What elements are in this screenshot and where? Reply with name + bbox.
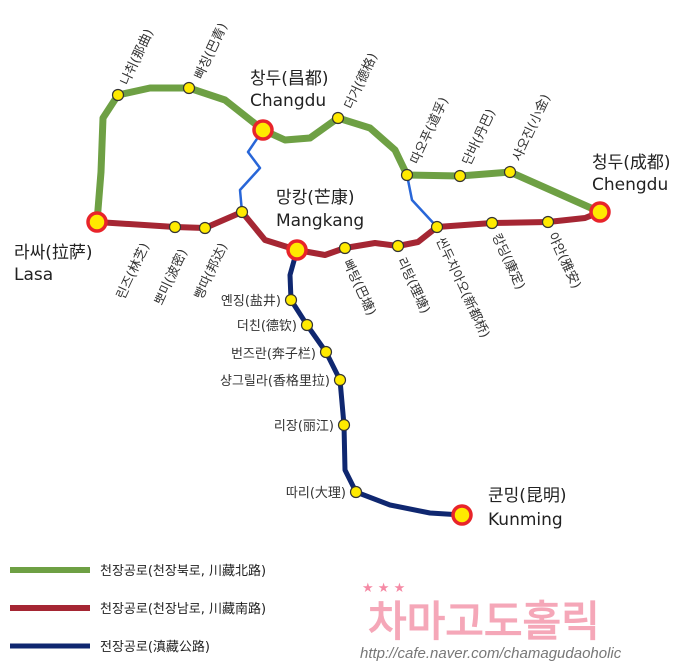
legend: 천장공로(천장북로, 川藏北路) 천장공로(천장남로, 川藏南路) 전장공로(滇… (10, 563, 266, 655)
dege-marker[interactable] (331, 111, 345, 125)
chengdu-label-ko: 청두(成都) (592, 153, 671, 173)
lijiang-label: 리장(丽江) (274, 419, 334, 434)
changdu-label-ko: 창두(昌都) (250, 69, 329, 89)
watermark-url: http://cafe.naver.com/chamagudaoholic (360, 645, 622, 662)
legend-south-label: 천장공로(천장남로, 川藏南路) (100, 601, 266, 617)
chengdu-label-en: Chengdu (592, 175, 668, 195)
lasa-label-ko: 라싸(拉萨) (14, 243, 93, 263)
batang-marker[interactable] (338, 241, 352, 255)
benzilan-marker[interactable] (319, 345, 333, 359)
changdu-label-en: Changdu (250, 91, 326, 111)
shangrila-label: 샹그릴라(香格里拉) (220, 373, 330, 389)
deqin-marker[interactable] (300, 318, 314, 332)
lasa-label-en: Lasa (14, 265, 53, 285)
yaan-label: 야안(雅安) (544, 230, 583, 291)
yaan-marker[interactable] (541, 215, 555, 229)
batang-label: 빠탕(巴塘) (339, 257, 379, 318)
kunming-label-en: Kunming (488, 510, 563, 530)
legend-yunnan-label: 전장공로(滇藏公路) (100, 639, 210, 655)
naqu-marker[interactable] (111, 88, 125, 102)
north-route-line (93, 84, 604, 226)
xiaojin-label: 샤오진(小金) (509, 92, 554, 164)
daofu-marker[interactable] (400, 168, 414, 182)
kangding-marker[interactable] (485, 216, 499, 230)
dali-label: 따리(大理) (286, 486, 346, 501)
xiaojin-marker[interactable] (503, 165, 517, 179)
baqing-marker[interactable] (182, 81, 196, 95)
changdu-marker[interactable] (252, 119, 274, 141)
dali-marker[interactable] (349, 485, 363, 499)
daofu-xinduqiao-link (405, 173, 439, 229)
chengdu-marker[interactable] (589, 201, 611, 223)
mangkang-label-ko: 망캉(芒康) (276, 188, 355, 208)
watermark-stars: ★ ★ ★ (362, 581, 405, 596)
dege-label: 더거(德格) (341, 50, 381, 111)
bangda-label: 빵따(邦达) (192, 241, 231, 302)
xinduqiao-label: 씬두치아오(新都桥) (432, 235, 493, 341)
watermark-logo-text: 차마고도홀릭 (368, 597, 600, 646)
kunming-marker[interactable] (451, 504, 473, 526)
danba-marker[interactable] (453, 169, 467, 183)
linzhi-label: 린즈(林芝) (113, 240, 153, 301)
bangda-marker[interactable] (235, 205, 249, 219)
kangding-label: 캉딩(康定) (488, 231, 528, 292)
litang-marker[interactable] (391, 239, 405, 253)
deqin-label: 더친(德钦) (237, 319, 297, 334)
benzilan-label: 번즈란(奔子栏) (231, 347, 316, 362)
linzhi-marker[interactable] (168, 220, 182, 234)
watermark: ★ ★ ★ 차마고도홀릭 http://cafe.naver.com/chama… (360, 581, 622, 662)
changdu-bangda-link (238, 128, 265, 214)
mangkang-label-en: Mangkang (276, 211, 364, 231)
bomi-marker[interactable] (198, 221, 212, 235)
litang-label: 리탕(理塘) (393, 255, 433, 316)
legend-north-label: 천장공로(천장북로, 川藏北路) (100, 563, 266, 579)
danba-label: 단바(丹巴) (460, 107, 499, 168)
baqing-label: 빠칭(巴青) (192, 21, 231, 82)
shangrila-marker[interactable] (333, 373, 347, 387)
kunming-label-ko: 쿤밍(昆明) (488, 486, 567, 506)
naqu-label: 나취(那曲) (118, 27, 157, 88)
bomi-label: 뽀미(波密) (151, 246, 191, 307)
mangkang-marker[interactable] (286, 239, 308, 261)
south-route-line (94, 209, 603, 258)
lijiang-marker[interactable] (337, 418, 351, 432)
lasa-marker[interactable] (86, 211, 108, 233)
xinduqiao-marker[interactable] (430, 220, 444, 234)
yanjing-marker[interactable] (284, 293, 298, 307)
daofu-label: 따오푸(道孚) (408, 95, 452, 167)
yanjing-label: 옌징(盐井) (221, 294, 281, 309)
